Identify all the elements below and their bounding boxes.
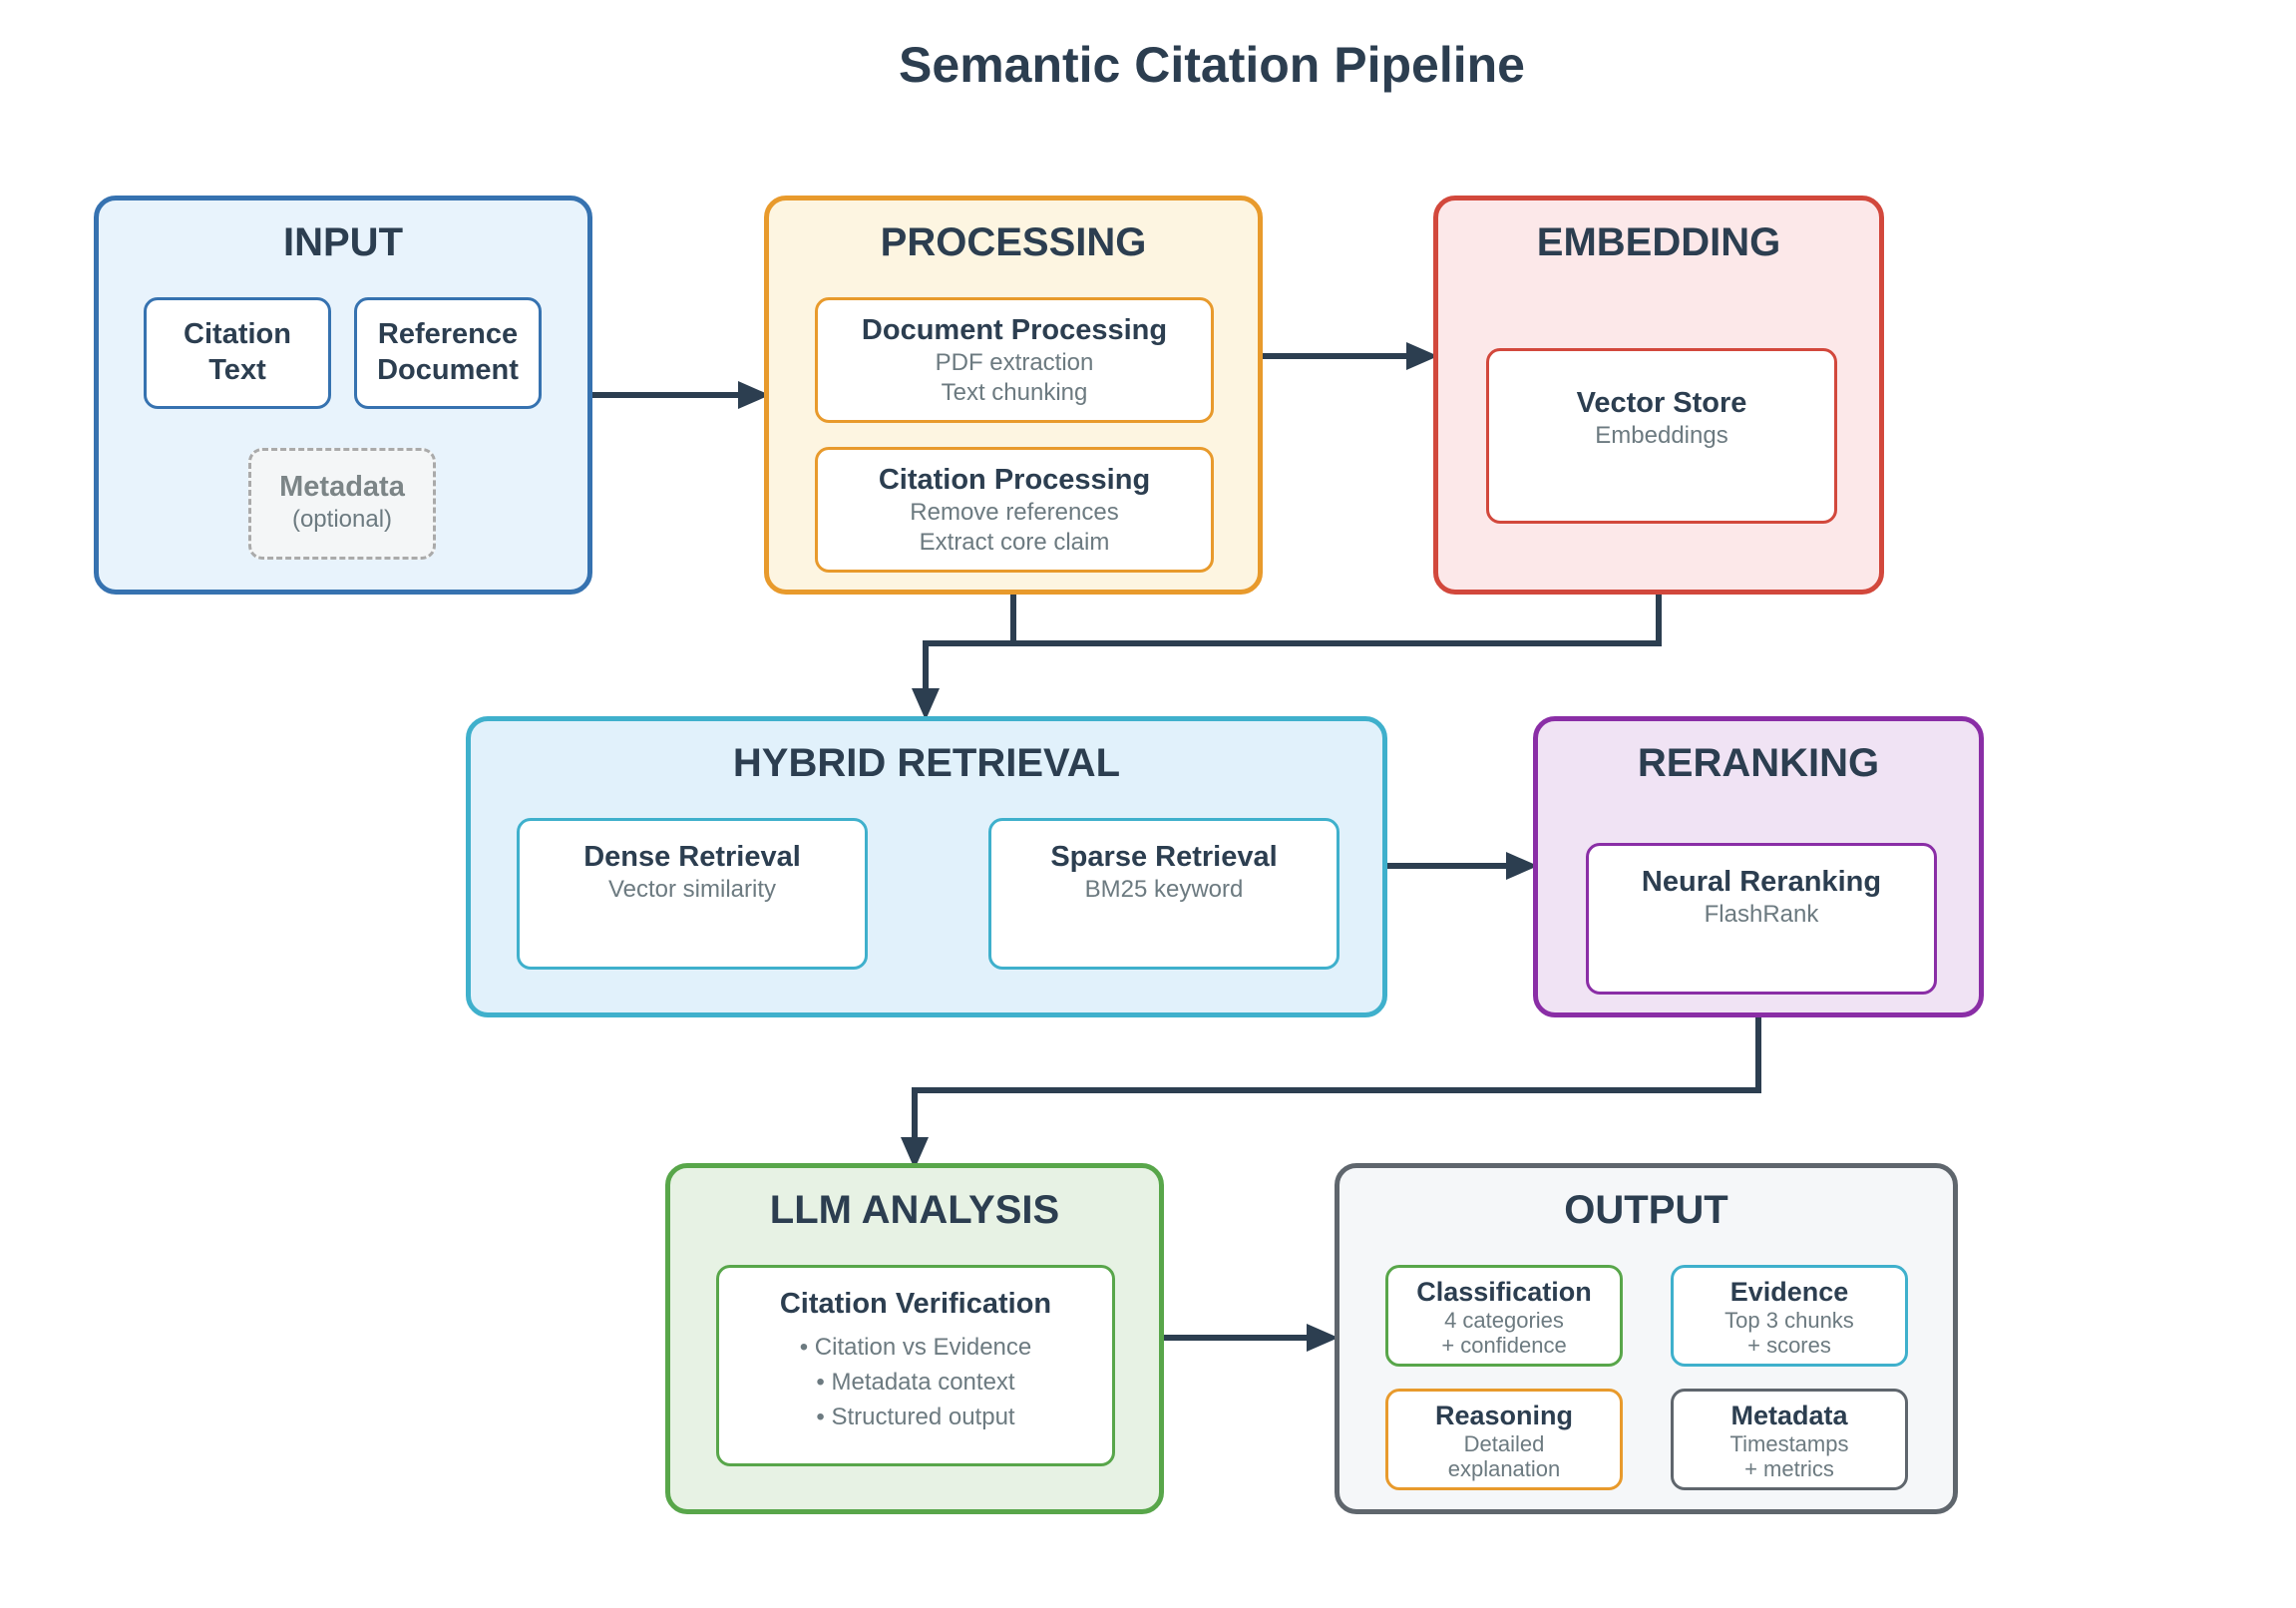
stage-input: INPUT Citation Text Reference Document M… [94,196,592,595]
stage-processing: PROCESSING Document Processing PDF extra… [764,196,1263,595]
stage-title: RERANKING [1637,741,1880,785]
card-citation-processing: Citation Processing Remove references Ex… [815,447,1214,573]
card-vector-store: Vector Store Embeddings [1486,348,1837,524]
card-citation-text: Citation Text [144,297,331,409]
stage-output: OUTPUT Classification 4 categories + con… [1335,1163,1958,1514]
arrow-embedding-to-retrieval [926,595,1662,646]
arrowhead-icon [901,1137,929,1169]
card-dense-retrieval: Dense Retrieval Vector similarity [517,818,868,970]
stage-title: LLM ANALYSIS [769,1188,1060,1232]
diagram-title: Semantic Citation Pipeline [899,37,1525,93]
arrowhead-icon [912,688,940,720]
stage-title: HYBRID RETRIEVAL [732,741,1121,785]
stage-title: PROCESSING [880,220,1147,264]
stage-title: INPUT [283,220,403,264]
card-document-processing: Document Processing PDF extraction Text … [815,297,1214,423]
card-neural-reranking: Neural Reranking FlashRank [1586,843,1937,995]
card-evidence: Evidence Top 3 chunks + scores [1671,1265,1908,1367]
arrowhead-icon [1307,1324,1339,1352]
card-metadata-output: Metadata Timestamps + metrics [1671,1389,1908,1490]
card-reasoning: Reasoning Detailed explanation [1385,1389,1623,1490]
arrowhead-icon [1406,342,1438,370]
stage-reranking: RERANKING Neural Reranking FlashRank [1533,716,1984,1017]
card-metadata-optional: Metadata (optional) [248,448,436,560]
card-citation-verification: Citation Verification • Citation vs Evid… [716,1265,1115,1466]
card-sparse-retrieval: Sparse Retrieval BM25 keyword [988,818,1339,970]
arrow-reranking-to-llm [912,1017,1761,1137]
stage-llm-analysis: LLM ANALYSIS Citation Verification • Cit… [665,1163,1164,1514]
card-reference-document: Reference Document [354,297,542,409]
stage-title: OUTPUT [1564,1188,1728,1232]
stage-embedding: EMBEDDING Vector Store Embeddings [1433,196,1884,595]
arrowhead-icon [738,381,770,409]
arrowhead-icon [1506,852,1538,880]
card-classification: Classification 4 categories + confidence [1385,1265,1623,1367]
stage-hybrid-retrieval: HYBRID RETRIEVAL Dense Retrieval Vector … [466,716,1387,1017]
stage-title: EMBEDDING [1536,220,1781,264]
